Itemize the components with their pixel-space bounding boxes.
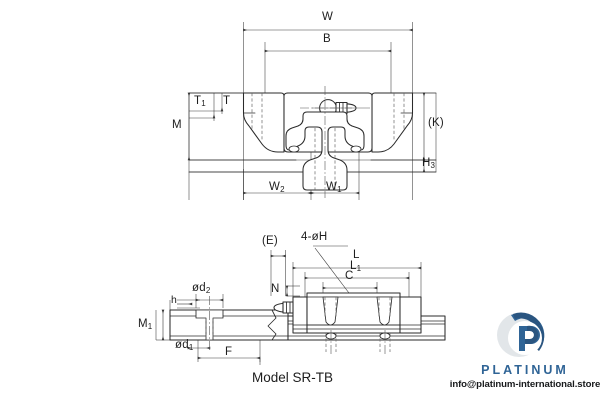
dimension-label-N: N — [271, 283, 280, 295]
dimension-label-M: M — [172, 119, 182, 131]
dimension-label-phi-d2: ød2 — [192, 282, 211, 295]
carriage-bolt-holes — [322, 296, 393, 326]
dimension-label-H3: H3 — [422, 157, 436, 170]
dimension-label-K: (K) — [428, 117, 444, 129]
dimension-label-F: F — [225, 346, 233, 358]
dimension-label-C: C — [345, 270, 354, 282]
dimension-label-B: B — [323, 33, 331, 45]
platinum-brand-text: PLATINUM — [481, 363, 569, 377]
model-title: Model SR-TB — [252, 370, 334, 385]
dimension-label-L: L — [353, 249, 360, 261]
dimension-label-L1: L1 — [350, 260, 362, 273]
rail-mounting-hole — [195, 296, 224, 352]
grease-nipple-side — [273, 301, 294, 314]
dimension-label-T: T — [223, 95, 231, 107]
dimension-label-W: W — [322, 11, 334, 23]
dimension-label-W1: W1 — [326, 181, 342, 194]
dimension-label-M1: M1 — [138, 318, 153, 331]
dimension-label-h: h — [171, 294, 178, 306]
platinum-logo-icon — [497, 312, 545, 357]
section-view-group — [187, 22, 437, 200]
dimension-label-T1: T1 — [194, 95, 206, 108]
dimension-label-4-phi-H: 4-øH — [301, 231, 328, 243]
platinum-email-text: info@platinum-international.store — [449, 379, 600, 390]
platinum-watermark: PLATINUM info@platinum-international.sto… — [450, 305, 600, 397]
carriage-side — [273, 292, 422, 356]
side-view-group — [155, 245, 446, 365]
dimension-label-E: (E) — [262, 235, 278, 247]
dimension-label-phi-d1: ød1 — [175, 339, 194, 352]
dimension-label-W2: W2 — [269, 181, 285, 194]
